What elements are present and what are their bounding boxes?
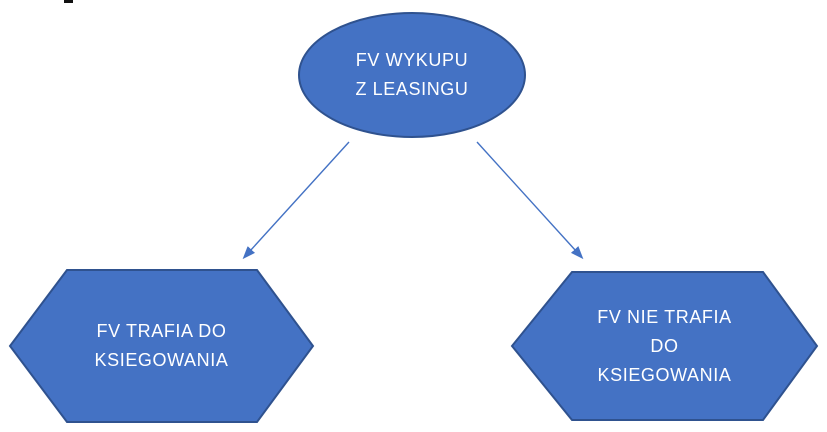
root-ellipse-node: [298, 12, 526, 138]
right-connector-arrow: [476, 141, 584, 260]
left-connector-arrow: [242, 141, 350, 260]
right-hexagon-node: [510, 271, 819, 421]
cropped-text-fragment: [64, 0, 73, 3]
left-hexagon-node: [8, 269, 315, 423]
